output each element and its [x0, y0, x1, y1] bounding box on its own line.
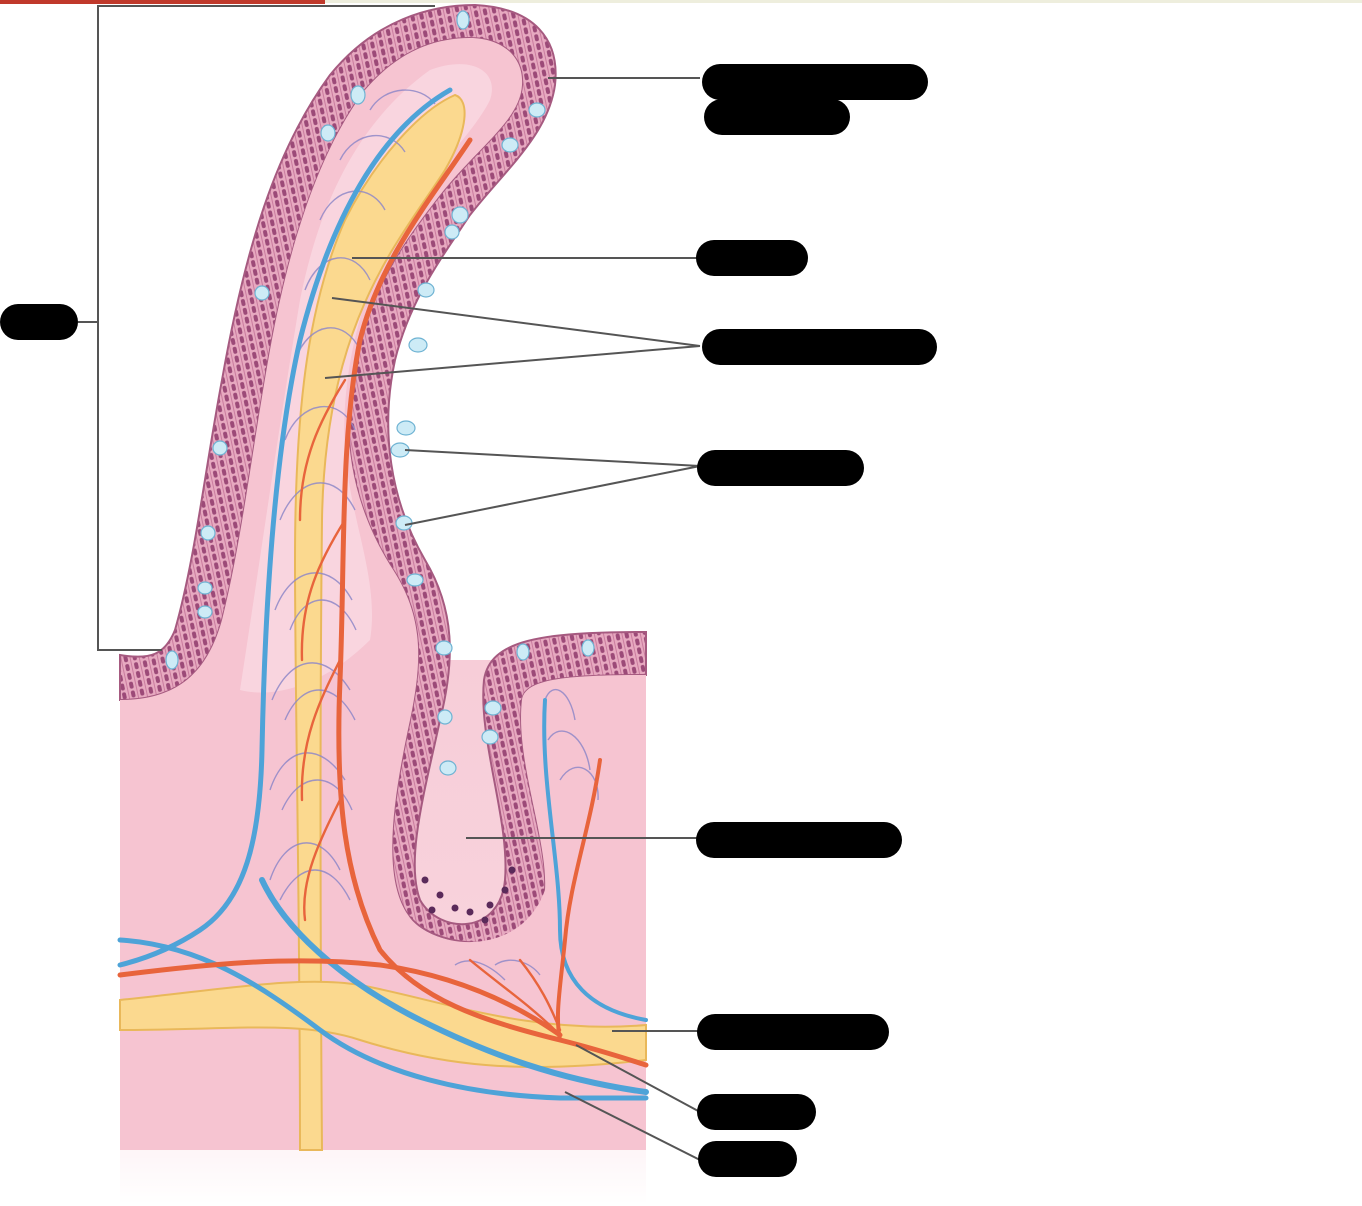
- lamina-propria: [120, 38, 646, 1150]
- label-intestinal-crypt: [696, 822, 902, 858]
- villus-bracket: [78, 5, 435, 651]
- label-villus: [0, 304, 78, 340]
- label-goblet-cells: [697, 450, 864, 486]
- veins: [117, 87, 649, 1101]
- leader-lines: [324, 77, 701, 1161]
- label-simple-columnar-epithelium-line2: [704, 99, 850, 135]
- top-border-line: [325, 0, 1362, 3]
- label-lymphatic-vessel: [697, 1014, 889, 1050]
- venule: [542, 698, 648, 1022]
- top-accent-bar: [0, 0, 325, 4]
- label-lacteal: [696, 240, 808, 276]
- label-blood-capillaries: [702, 329, 937, 365]
- label-boxes: [0, 64, 937, 1177]
- label-simple-columnar-epithelium-line1: [702, 64, 928, 100]
- label-venule: [698, 1141, 797, 1177]
- intestinal-crypt: [421, 866, 516, 924]
- arteriole: [555, 758, 602, 1042]
- blood-capillaries: [269, 89, 599, 981]
- goblet-cells: [165, 10, 595, 776]
- label-arteriole: [697, 1094, 816, 1130]
- lymphatic-vessel: [119, 980, 647, 1069]
- lacteal: [119, 93, 647, 1151]
